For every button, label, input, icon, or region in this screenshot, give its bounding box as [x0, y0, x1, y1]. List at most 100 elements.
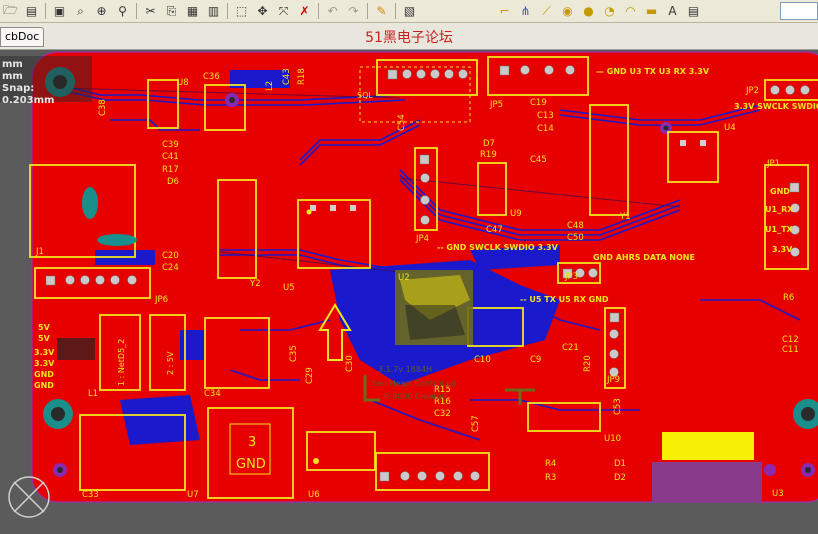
ref-c32: C32	[434, 409, 451, 419]
net-labels: — GND U3 TX U3 RX 3.3V 3.3V SWCLK SWDIO …	[34, 67, 818, 390]
label-jp1-rx: U1_RX	[765, 205, 794, 214]
ref-c19: C19	[530, 98, 547, 108]
ref-c45: C45	[530, 155, 547, 165]
l1-body	[57, 338, 95, 360]
sql-outline	[359, 66, 471, 123]
ref-u9: U9	[510, 209, 522, 219]
ref-y1: Y1	[619, 212, 631, 222]
center-labels: 3.1.7v 1884H Sen Heart Control pd R 8000…	[372, 365, 456, 401]
redo-icon[interactable]: ↷	[348, 4, 359, 18]
place-via-icon[interactable]: ◉	[562, 4, 573, 18]
label-jp4-net: -- GND SWCLK SWDIO 3.3V	[437, 243, 559, 252]
header-pads	[45, 65, 810, 482]
ref-c10: C10	[474, 355, 491, 365]
label-gnd-b: GND	[34, 381, 54, 390]
place-arc-icon[interactable]: ◔	[604, 4, 615, 18]
hud-snap: Snap: 0.203mm	[2, 83, 55, 106]
usb-body	[652, 462, 762, 502]
ref-c39: C39	[162, 140, 179, 150]
open-file-icon[interactable]: 🗁	[3, 2, 18, 17]
ref-r6: R6	[783, 293, 794, 303]
zoom-fit-icon[interactable]: ⊕	[96, 4, 107, 18]
page-setup-icon[interactable]: ▣	[53, 4, 66, 18]
ref-r4: R4	[545, 459, 556, 469]
ref-c38: C38	[98, 99, 108, 116]
net-icon[interactable]: ⋔	[520, 4, 531, 18]
ref-r20: R20	[583, 355, 593, 372]
ref-c24: C24	[162, 263, 179, 273]
place-pad-icon[interactable]: ●	[583, 4, 594, 18]
label-5v-pad: 2 : 5V	[166, 351, 175, 375]
ref-j1: J1	[35, 247, 44, 257]
place-text-icon[interactable]: A	[668, 4, 677, 18]
cut-icon[interactable]: ✂	[145, 4, 156, 18]
layer-select-input[interactable]	[780, 2, 818, 20]
ref-c43: C43	[282, 68, 292, 85]
main-toolbar: 🗁 ▤ ▣ ⌕ ⊕ ⚲ ✂ ⎘ ▦ ▥ ⬚ ✥ ⤧ ✗ ↶ ↷ ✎ ▧ ⌐ ⋔ …	[0, 0, 818, 23]
ref-c50: C50	[567, 233, 584, 243]
ref-c57: C57	[471, 415, 481, 432]
undo-icon[interactable]: ↶	[327, 4, 338, 18]
cross-probe-icon[interactable]: ⤧	[278, 3, 289, 18]
gnd-pad-labels: 3 GND	[236, 435, 266, 472]
hud-x-unit: mm	[2, 59, 23, 70]
save-icon[interactable]: ▤	[25, 4, 38, 18]
ref-u8: U8	[177, 78, 189, 88]
toolbar-divider	[45, 3, 46, 19]
ref-c48: C48	[567, 221, 584, 231]
route-icon[interactable]: ⌐	[499, 4, 510, 18]
refdes-labels: U8 C36 C38 L2 C43 R18 C39 C41 R17 D6 J1 …	[35, 68, 799, 500]
label-netd5: 1 : NetD5_2	[117, 339, 126, 386]
label-jp1-tx: U1_TX	[765, 225, 794, 234]
label-mid1: 3.1.7v 1884H	[378, 365, 432, 374]
rubber-stamp-icon[interactable]: ▥	[207, 4, 220, 18]
pcb-canvas[interactable]: U8 C36 C38 L2 C43 R18 C39 C41 R17 D6 J1 …	[0, 50, 818, 534]
ref-c9: C9	[530, 355, 541, 365]
compile-icon[interactable]: ▧	[403, 4, 416, 18]
place-track-icon[interactable]: ⟋	[542, 3, 551, 18]
label-jp1-33: 3.3V	[772, 245, 793, 254]
ref-u6: U6	[308, 490, 320, 500]
mounting-holes	[43, 67, 818, 477]
highlight-icon[interactable]: ✎	[376, 4, 387, 18]
j1-pad	[97, 234, 137, 246]
ref-r15: R15	[434, 385, 451, 395]
ref-c30: C30	[345, 355, 355, 372]
toolbar-divider	[367, 3, 368, 19]
ref-c53: C53	[613, 398, 623, 415]
coordinate-hud: mm mm Snap: 0.203mm	[0, 56, 92, 106]
place-string-icon[interactable]: ▤	[687, 4, 700, 18]
copy-icon[interactable]: ⎘	[166, 3, 177, 18]
label-mid2: Sen Heart Control pd	[372, 379, 456, 388]
ref-c11: C11	[782, 345, 799, 355]
ref-l2: L2	[265, 81, 275, 91]
ref-jp3: JP3	[564, 272, 578, 282]
zoom-area-icon[interactable]: ⌕	[77, 3, 84, 18]
document-tab[interactable]: cbDoc	[0, 27, 45, 47]
document-tabbar: cbDoc 51黑电子论坛	[0, 23, 818, 50]
place-rect-icon[interactable]: ▬	[645, 4, 658, 18]
pcb-board[interactable]: U8 C36 C38 L2 C43 R18 C39 C41 R17 D6 J1 …	[0, 50, 818, 534]
label-gnd-pad: GND	[236, 457, 266, 472]
bracket-mark	[363, 375, 380, 402]
paste-icon[interactable]: ▦	[186, 4, 199, 18]
ref-jp4: JP4	[415, 234, 429, 244]
ref-c47: C47	[486, 225, 503, 235]
clear-icon[interactable]: ✗	[299, 4, 310, 18]
ref-l1: L1	[88, 389, 98, 399]
select-rect-icon[interactable]: ⬚	[235, 4, 248, 18]
ref-c41: C41	[162, 152, 179, 162]
ref-c20: C20	[162, 251, 179, 261]
ref-u3: U3	[772, 489, 784, 499]
label-5v-a: 5V	[38, 323, 51, 332]
ref-c14: C14	[537, 124, 554, 134]
move-icon[interactable]: ✥	[257, 4, 268, 18]
ref-r16: R16	[434, 397, 451, 407]
arrow-marker	[318, 303, 352, 361]
toolbar-divider	[318, 3, 319, 19]
place-fill-icon[interactable]: ◠	[625, 4, 636, 18]
inspector-icon[interactable]: ⚲	[118, 4, 127, 18]
ref-r18: R18	[297, 68, 307, 85]
ref-d6: D6	[167, 177, 179, 187]
ref-c12: C12	[782, 335, 799, 345]
